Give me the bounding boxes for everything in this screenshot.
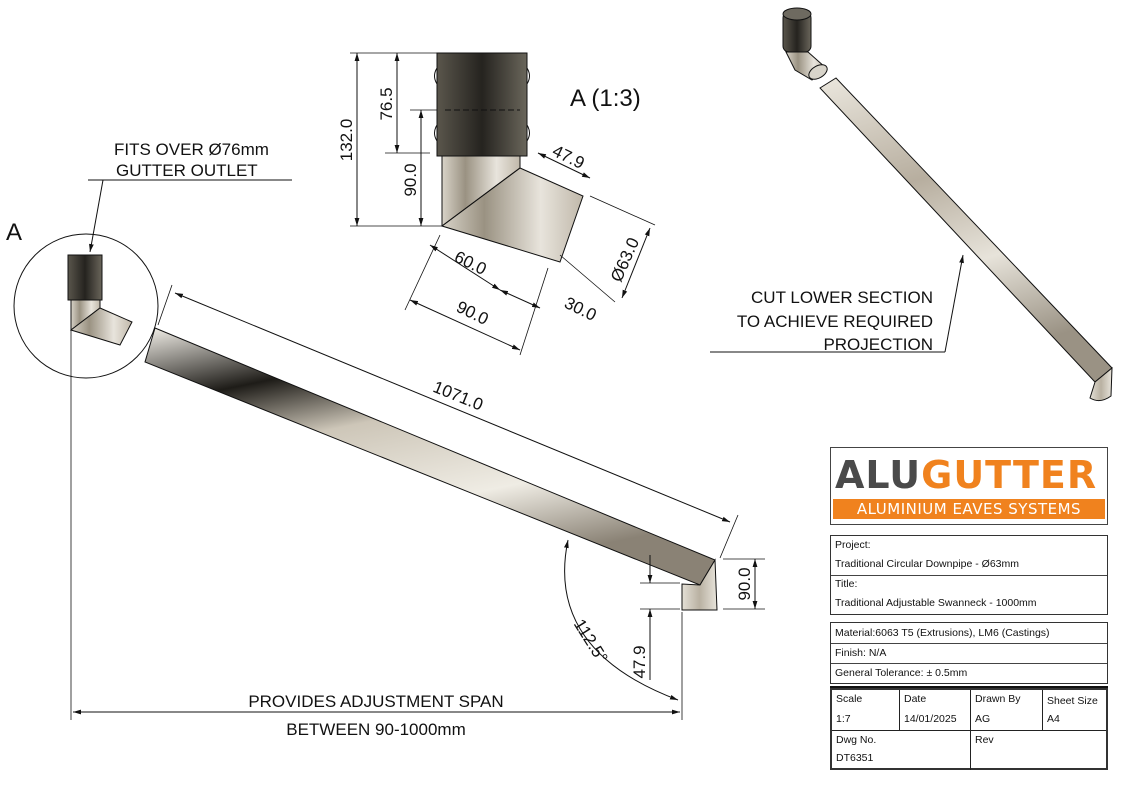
detail-callout-a: A — [6, 219, 22, 246]
scale-label: Scale — [836, 693, 863, 705]
title-value: Traditional Adjustable Swanneck - 1000mm — [835, 597, 1037, 609]
note-fits-over-line1: FITS OVER Ø76mm — [114, 140, 269, 159]
spec-box: Material:6063 T5 (Extrusions), LM6 (Cast… — [830, 622, 1108, 684]
scale-value: 1:7 — [836, 713, 851, 725]
dwg-no-label: Dwg No. — [836, 734, 877, 746]
title-label: Title: — [835, 578, 858, 590]
dim-shoe-offset: 47.9 — [630, 645, 649, 678]
dim-angle: 112.5° — [570, 616, 612, 667]
date-cell: Date 14/01/2025 — [900, 690, 970, 730]
project-label: Project: — [835, 539, 871, 551]
dim-overall-height: 132.0 — [337, 119, 356, 162]
dim-body-height: 90.0 — [401, 163, 420, 196]
note-span-line1: PROVIDES ADJUSTMENT SPAN — [248, 692, 503, 711]
note-cut-line3: PROJECTION — [823, 335, 933, 354]
note-cut-line2: TO ACHIEVE REQUIRED — [737, 312, 933, 331]
drawn-by-value: AG — [975, 713, 991, 725]
detail-view-title: A (1:3) — [570, 85, 641, 112]
dwg-no-cell: Dwg No. DT6351 — [832, 731, 970, 770]
note-cut-line1: CUT LOWER SECTION — [751, 288, 933, 307]
dwg-no-value: DT6351 — [836, 752, 874, 764]
note-fits-over-line2: GUTTER OUTLET — [116, 161, 258, 180]
company-logo: ALUGUTTER ALUMINIUM EAVES SYSTEMS — [830, 447, 1108, 525]
sheet-size-cell: Sheet Size A4 — [1042, 690, 1108, 730]
date-label: Date — [904, 693, 927, 705]
drawing-info-box: Scale 1:7 Date 14/01/2025 Drawn By AG Sh… — [830, 688, 1108, 770]
rev-label: Rev — [975, 734, 994, 746]
finish-spec: Finish: N/A — [835, 647, 887, 659]
dim-pipe-length: 1071.0 — [430, 377, 485, 414]
project-title-box: Project: Traditional Circular Downpipe -… — [830, 535, 1108, 615]
project-value: Traditional Circular Downpipe - Ø63mm — [835, 558, 1020, 570]
detail-view-a: 132.0 76.5 90.0 47.9 Ø63.0 60.0 90.0 30.… — [337, 52, 656, 356]
sheet-size-label: Sheet Size — [1047, 695, 1098, 707]
logo-wordmark: ALUGUTTER — [835, 454, 1097, 496]
drawn-by-label: Drawn By — [975, 693, 1021, 705]
date-value: 14/01/2025 — [904, 713, 957, 725]
drawn-by-cell: Drawn By AG — [970, 690, 1042, 730]
logo-tagline: ALUMINIUM EAVES SYSTEMS — [833, 499, 1105, 519]
note-span-line2: BETWEEN 90-1000mm — [286, 720, 466, 739]
isometric-view: CUT LOWER SECTION TO ACHIEVE REQUIRED PR… — [710, 7, 1113, 402]
dim-inner-length: 60.0 — [451, 247, 489, 279]
scale-cell: Scale 1:7 — [832, 690, 900, 730]
dim-socket-depth: 76.5 — [377, 87, 396, 120]
dim-spigot-length: 30.0 — [561, 293, 599, 325]
main-side-view: A FITS OVER Ø76mm GUTTER OUTLET 1071.0 9… — [6, 140, 765, 739]
dim-shoe-height: 90.0 — [735, 567, 754, 600]
logo-brand-part1: ALU — [835, 453, 922, 497]
rev-cell: Rev — [970, 731, 1108, 770]
material-spec: Material:6063 T5 (Extrusions), LM6 (Cast… — [835, 627, 1050, 639]
tolerance-spec: General Tolerance: ± 0.5mm — [835, 667, 968, 679]
logo-brand-part2: GUTTER — [921, 453, 1098, 497]
sheet-size-value: A4 — [1047, 713, 1060, 725]
dim-outer-length: 90.0 — [453, 297, 491, 329]
